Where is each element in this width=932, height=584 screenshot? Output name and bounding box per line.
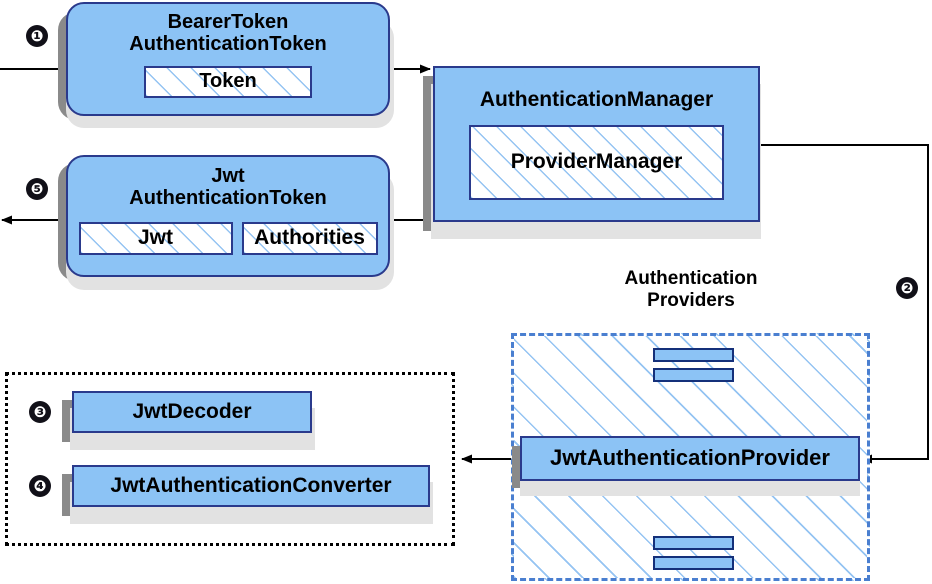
arrow-manager-to-provider	[760, 144, 929, 464]
auth-manager-compartment-provider-manager-label: ProviderManager	[510, 150, 683, 174]
jwt-token-compartments: Jwt Authorities	[78, 221, 378, 255]
step-badge-4: ❹	[29, 475, 51, 497]
provider-placeholder-bar-bottom-2	[653, 556, 734, 570]
authentication-manager-title: AuthenticationManager	[479, 88, 714, 111]
step-badge-1: ❶	[26, 25, 48, 47]
step-badge-5: ❺	[26, 178, 48, 200]
jwt-token-compartment-jwt: Jwt	[78, 221, 233, 255]
node-jwt-decoder[interactable]: JwtDecoder	[72, 391, 312, 433]
jwt-authentication-provider-title: JwtAuthenticationProvider	[550, 445, 830, 471]
bearer-token-compartment-token: Token	[144, 65, 312, 98]
provider-placeholder-bar-top-1	[653, 348, 734, 362]
bearer-token-compartment-token-label: Token	[199, 70, 257, 93]
jwt-support-group	[5, 372, 455, 546]
node-bearer-token-authentication-token[interactable]: BearerToken AuthenticationToken Token	[66, 2, 390, 116]
bearer-token-title: BearerToken AuthenticationToken	[129, 11, 327, 56]
node-jwt-authentication-converter[interactable]: JwtAuthenticationConverter	[72, 465, 430, 507]
node-jwt-authentication-token[interactable]: Jwt AuthenticationToken Jwt Authorities	[66, 155, 390, 277]
jwt-authentication-converter-title: JwtAuthenticationConverter	[110, 474, 392, 498]
jwt-decoder-title: JwtDecoder	[132, 400, 252, 424]
jwt-token-title: Jwt AuthenticationToken	[129, 165, 327, 210]
step-badge-2: ❷	[896, 277, 918, 299]
node-jwt-authentication-provider[interactable]: JwtAuthenticationProvider	[520, 436, 860, 481]
jwt-token-compartment-jwt-label: Jwt	[137, 226, 173, 250]
jwt-token-compartment-authorities: Authorities	[241, 221, 378, 255]
authentication-providers-caption: Authentication Providers	[624, 268, 758, 312]
step-badge-3: ❸	[29, 401, 51, 423]
provider-placeholder-bar-top-2	[653, 368, 734, 382]
jwt-token-compartment-authorities-label: Authorities	[254, 226, 365, 250]
provider-placeholder-bar-bottom-1	[653, 536, 734, 550]
auth-manager-compartment-provider-manager: ProviderManager	[469, 124, 724, 200]
node-authentication-manager[interactable]: AuthenticationManager ProviderManager	[433, 66, 760, 222]
